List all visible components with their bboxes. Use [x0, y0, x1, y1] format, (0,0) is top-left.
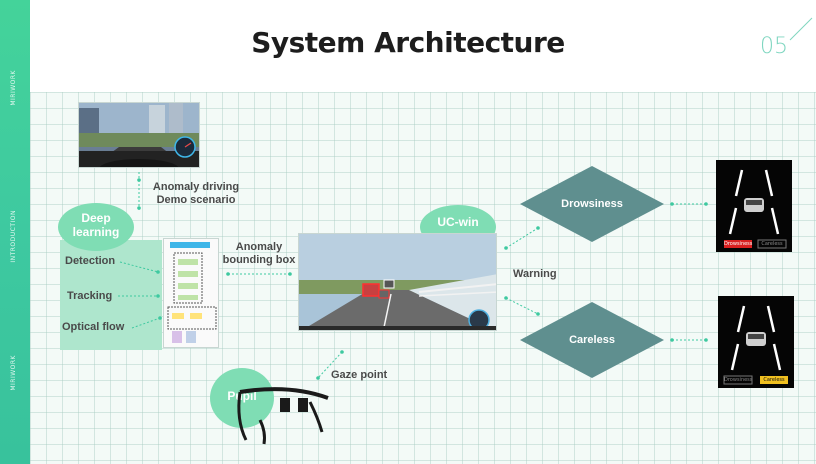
header-decoration [789, 17, 813, 41]
label-anomaly-driving: Anomaly driving Demo scenario [152, 181, 240, 206]
dl-item-tracking: Tracking [67, 290, 113, 302]
dl-item-optical-flow: Optical flow [62, 321, 125, 333]
screen-bottom-right-label: Careless [763, 377, 785, 383]
screen-top-left-label: Drowsiness [724, 241, 753, 247]
deep-learning-panel [60, 240, 162, 350]
screen-bottom-left-label: Drowsiness [724, 377, 753, 383]
drowsiness-diamond [520, 166, 664, 242]
sidebar: MIRIWORK INTRODUCTION MIRIWORK [0, 0, 30, 464]
dl-item-detection: Detection [65, 255, 116, 267]
uc-win-scene-image [298, 233, 497, 331]
careless-alert-screen: Drowsiness Careless [718, 296, 794, 388]
label-gaze-point: Gaze point [331, 369, 388, 381]
page-title: System Architecture [251, 26, 565, 59]
network-diagram-image [163, 238, 219, 348]
driving-sim-image [78, 102, 200, 168]
careless-label: Careless [569, 334, 615, 346]
careless-diamond [520, 302, 664, 378]
page-number: 05 [760, 34, 788, 59]
label-anomaly-bbox: Anomaly bounding box [222, 241, 296, 266]
deep-learning-node: Deep learning [58, 203, 134, 251]
header [30, 0, 816, 92]
label-warning: Warning [513, 268, 557, 280]
screen-top-right-label: Careless [761, 241, 783, 247]
drowsiness-alert-screen: Drowsiness Careless [716, 160, 792, 252]
drowsiness-label: Drowsiness [561, 198, 623, 210]
